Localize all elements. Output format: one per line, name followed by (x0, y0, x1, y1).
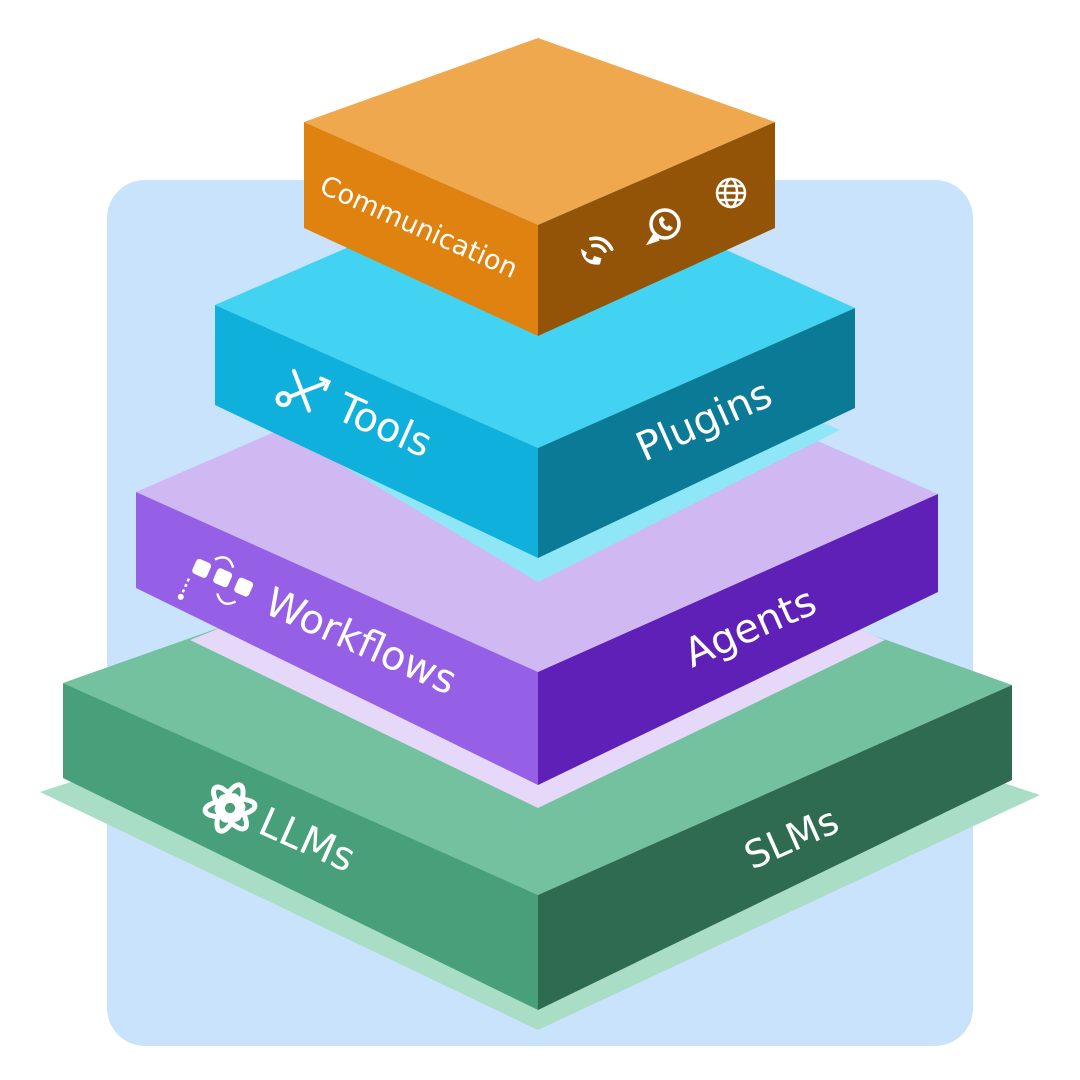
layer-communication: Communication (304, 38, 775, 336)
layer-workflows-left-face (136, 492, 538, 785)
layer-workflows-right-face (538, 494, 938, 785)
layer-models-right-face (538, 685, 1012, 1010)
workflow-icon (177, 556, 254, 605)
layer-models-left-face (63, 683, 538, 1010)
layer-tools-left-face (215, 305, 538, 558)
layer-communication-right-face (538, 122, 775, 336)
layer-communication-left-face (304, 122, 538, 336)
whatsapp-icon (645, 208, 681, 246)
phone-call-icon (580, 236, 614, 265)
tools-icon (275, 368, 332, 413)
layer-communication-top-face (304, 38, 775, 225)
globe-icon (715, 177, 747, 209)
layer-tools-right-face (538, 308, 855, 558)
openai-icon (202, 782, 258, 834)
